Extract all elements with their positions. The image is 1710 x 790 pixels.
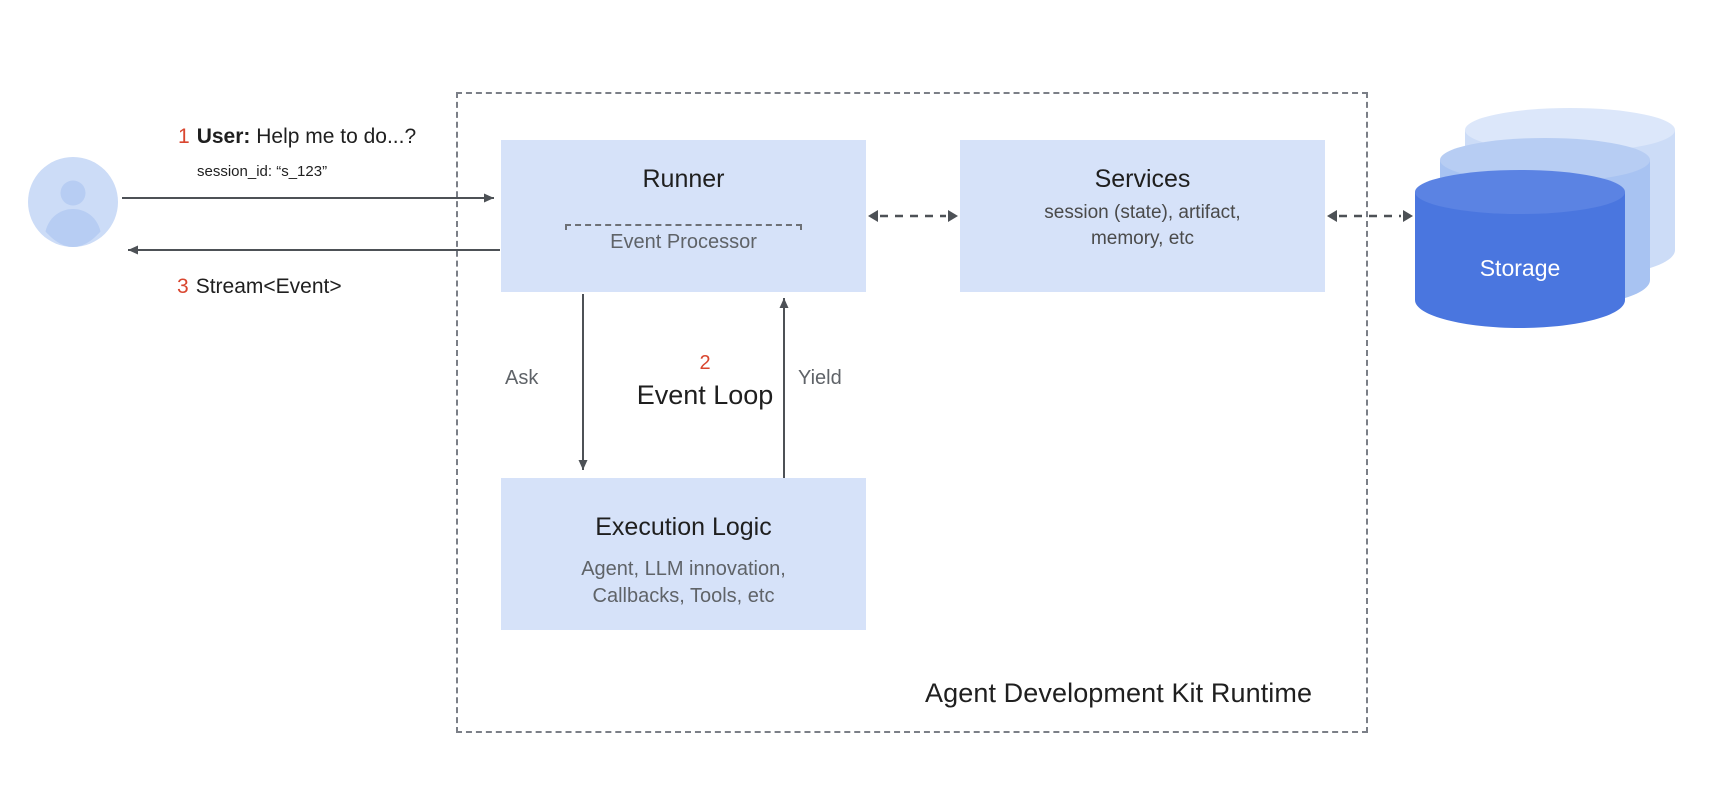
storage-label: Storage [1479,255,1561,281]
event-loop-label: Event Loop [636,380,774,410]
message-1-role: User: [196,125,251,148]
execution-logic-title: Execution Logic [595,513,772,541]
session-id-label: session_id: “s_123” [197,163,328,180]
adk-runtime-boundary [456,92,1368,733]
message-1-text: Help me to do...? [256,125,417,148]
services-subtitle: session (state), artifact, memory, etc [1044,202,1241,249]
storage-cylinder-icon[interactable] [1410,100,1675,335]
execution-logic-subtitle: Agent, LLM innovation, Callbacks, Tools,… [581,558,786,607]
event-loop-number: 2 [699,352,711,374]
ask-label: Ask [505,367,539,389]
user-avatar-icon [28,157,118,247]
execution-logic-box[interactable]: Execution Logic Agent, LLM innovation, C… [501,478,866,630]
message-3-response: 3 Stream<Event> [177,275,342,299]
services-box[interactable]: Services session (state), artifact, memo… [960,140,1325,292]
event-processor-label: Event Processor [565,230,802,254]
runner-box[interactable]: Runner [501,140,866,292]
message-3-number: 3 [177,275,189,298]
yield-label: Yield [798,367,842,389]
runner-title: Runner [642,165,725,193]
message-3-text: Stream<Event> [195,275,342,298]
runtime-title: Agent Development Kit Runtime [925,678,1313,708]
message-1-request: 1 User: Help me to do...? [178,125,416,149]
message-1-number: 1 [178,125,190,148]
services-title: Services [1094,165,1191,193]
